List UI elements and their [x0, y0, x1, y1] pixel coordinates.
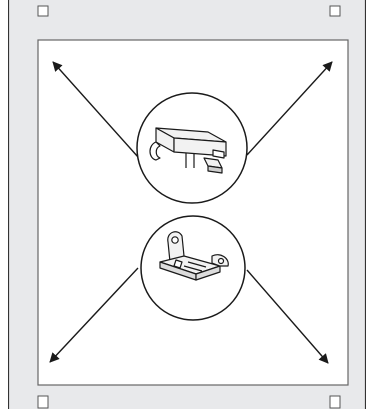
- diagram-sheet: [8, 0, 366, 409]
- corner-tab-top-left: [37, 5, 49, 17]
- corner-tab-bottom-left: [37, 395, 49, 409]
- arrow-up-left: [52, 61, 139, 158]
- lower-part-callout: [140, 215, 246, 321]
- mounting-bracket-icon: [159, 231, 229, 281]
- corner-tab-bottom-right: [329, 395, 341, 409]
- clip-bracket-icon: [149, 127, 227, 174]
- upper-part-callout: [136, 92, 248, 204]
- corner-tab-top-right: [329, 5, 341, 17]
- arrow-up-right: [246, 61, 333, 156]
- arrow-down-right: [246, 269, 329, 364]
- installation-diagram: [8, 0, 366, 409]
- arrow-down-left: [49, 267, 139, 363]
